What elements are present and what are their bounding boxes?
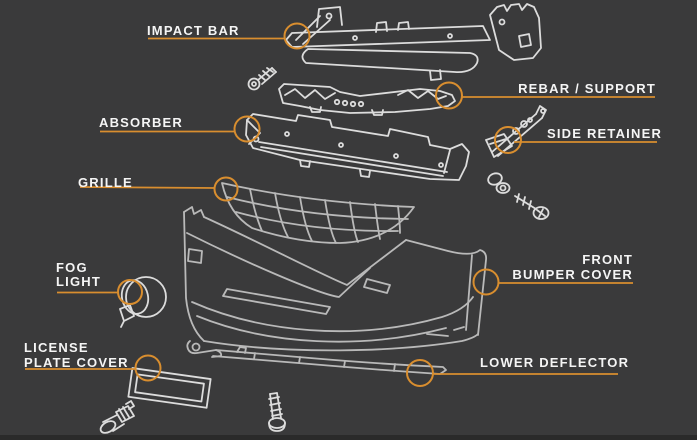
label-rebar-support: REBAR / SUPPORT bbox=[518, 81, 656, 96]
fog-light-part-drawing bbox=[119, 276, 167, 328]
clip-and-screw-drawing bbox=[487, 172, 550, 220]
lower-deflector-part-drawing bbox=[186, 340, 447, 375]
impact-bar-part-drawing bbox=[285, 3, 542, 81]
label-grille: GRILLE bbox=[78, 175, 133, 190]
highlight-circle-lower-deflector bbox=[406, 359, 434, 387]
absorber-part-drawing bbox=[245, 113, 470, 181]
front-bumper-cover-part-drawing bbox=[183, 206, 488, 352]
label-license-plate-cover: LICENSE PLATE COVER bbox=[24, 340, 129, 370]
label-front-bumper-cover: FRONT BUMPER COVER bbox=[512, 252, 633, 282]
label-impact-bar: IMPACT BAR bbox=[147, 23, 240, 38]
label-lower-deflector: LOWER DEFLECTOR bbox=[480, 355, 630, 370]
highlight-circle-absorber bbox=[233, 115, 261, 143]
rebar-support-part-drawing bbox=[278, 83, 456, 116]
label-absorber: ABSORBER bbox=[99, 115, 183, 130]
highlight-circle-grille bbox=[213, 176, 239, 202]
highlight-circle-side-retainer bbox=[494, 126, 522, 154]
highlight-circle-front-bumper-cover bbox=[472, 268, 500, 296]
highlight-circle-impact-bar bbox=[283, 22, 311, 50]
license-plate-cover-part-drawing bbox=[127, 367, 212, 409]
push-clip-drawing bbox=[99, 400, 135, 434]
leader-line-grille bbox=[79, 186, 216, 189]
label-side-retainer: SIDE RETAINER bbox=[547, 126, 663, 141]
side-retainer-part-drawing bbox=[485, 105, 547, 158]
label-fog-light: FOG LIGHT bbox=[56, 260, 101, 289]
highlight-circle-rebar-support bbox=[435, 81, 463, 110]
screw-upper-drawing bbox=[247, 67, 277, 91]
grille-part-drawing bbox=[221, 182, 415, 244]
highlight-circle-license-plate-cover bbox=[134, 354, 162, 382]
bottom-edge-strip bbox=[0, 435, 697, 440]
screw-lower-drawing bbox=[268, 392, 286, 432]
